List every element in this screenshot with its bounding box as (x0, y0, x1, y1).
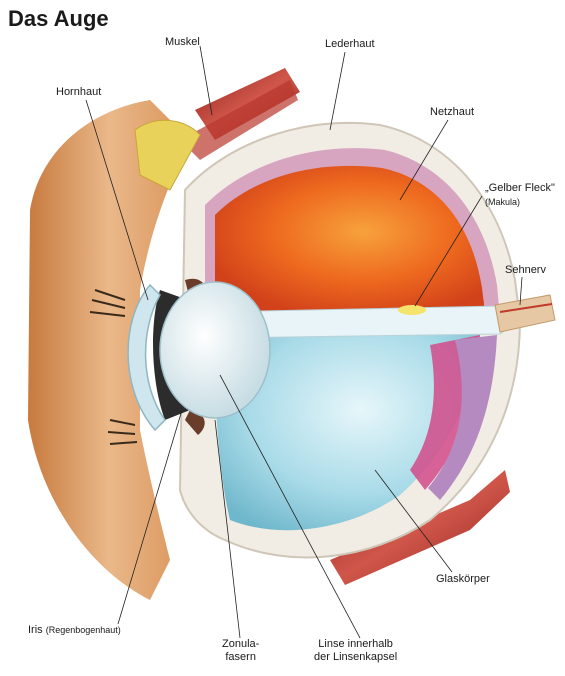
label-hornhaut: Hornhaut (56, 86, 101, 99)
label-zonulafasern: Zonula- fasern (222, 638, 259, 664)
label-linse: Linse innerhalb der Linsenkapsel (314, 638, 397, 664)
label-linse-line1: Linse innerhalb (314, 638, 397, 651)
macula-spot (398, 305, 426, 315)
label-netzhaut: Netzhaut (430, 106, 474, 119)
label-muskel: Muskel (165, 36, 200, 49)
lens (160, 282, 270, 418)
label-makula: (Makula) (485, 196, 520, 209)
label-iris-main: Iris (28, 624, 43, 636)
diagram-title: Das Auge (8, 6, 109, 32)
label-lederhaut: Lederhaut (325, 38, 375, 51)
label-linse-line2: der Linsenkapsel (314, 651, 397, 664)
label-iris: Iris (Regenbogenhaut) (28, 624, 121, 637)
label-sehnerv: Sehnerv (505, 264, 546, 277)
label-zonula-line1: Zonula- (222, 638, 259, 651)
label-gelber-fleck: „Gelber Fleck" (485, 182, 555, 195)
label-zonula-line2: fasern (222, 651, 259, 664)
label-iris-sub: (Regenbogenhaut) (46, 625, 121, 635)
label-glaskoerper: Glaskörper (436, 573, 490, 586)
